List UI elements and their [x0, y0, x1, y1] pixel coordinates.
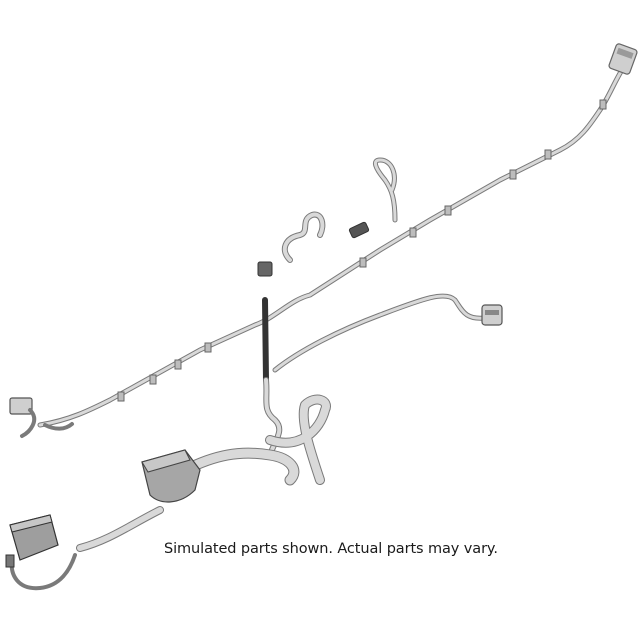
thick-loop: [265, 394, 331, 485]
central-module: [141, 449, 201, 503]
right-branch-wire: [272, 293, 503, 373]
disclaimer-caption: Simulated parts shown. Actual parts may …: [164, 541, 498, 557]
lower-trunk-wire: [76, 447, 300, 552]
ecu-connector-block: [5, 514, 77, 591]
upper-branch-loops: [257, 157, 398, 277]
upper-trunk-wire: [37, 62, 628, 428]
harness-clips: [117, 99, 607, 402]
left-end-connector: [9, 397, 74, 438]
top-right-connector: [608, 43, 638, 75]
vertical-drop-wire: [262, 297, 283, 458]
